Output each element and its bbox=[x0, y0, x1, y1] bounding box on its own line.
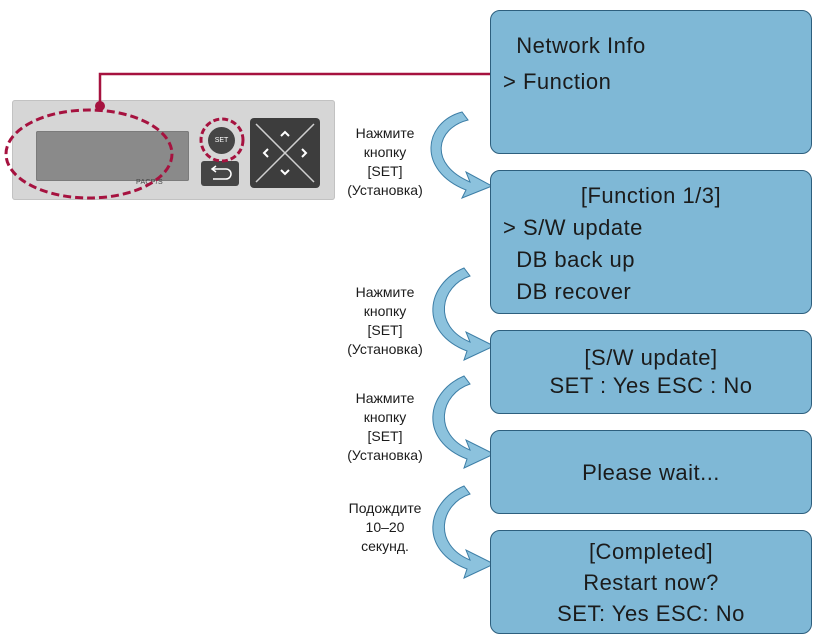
flow-arrow-2 bbox=[432, 267, 496, 361]
screen-network-info: Network Info > Function bbox=[490, 10, 812, 154]
menu-item-function: > Function bbox=[503, 69, 612, 94]
screen-title: [S/W update] bbox=[584, 345, 718, 370]
control-panel: PACP/S SET bbox=[12, 100, 335, 200]
screen-function-menu: [Function 1/3] > S/W update DB back up D… bbox=[490, 170, 812, 314]
flow-arrow-4 bbox=[432, 485, 496, 579]
wait-message: Please wait... bbox=[582, 460, 720, 485]
caption-press-set-1: Нажмите кнопку [SET] (Установка) bbox=[347, 125, 423, 198]
return-icon bbox=[210, 165, 232, 180]
caption-press-set-2: Нажмите кнопку [SET] (Установка) bbox=[347, 284, 423, 357]
menu-item-db-recover: DB recover bbox=[503, 279, 632, 304]
screen-completed: [Completed] Restart now? SET: Yes ESC: N… bbox=[490, 530, 812, 634]
lcd-display bbox=[36, 131, 189, 181]
connector-dot bbox=[95, 101, 105, 111]
navigation-pad[interactable] bbox=[250, 118, 320, 188]
menu-item-network-info: Network Info bbox=[503, 33, 646, 58]
back-button[interactable] bbox=[201, 161, 239, 186]
connector-line bbox=[98, 72, 497, 106]
confirm-prompt: SET : Yes ESC : No bbox=[549, 373, 753, 398]
menu-item-sw-update: > S/W update bbox=[503, 215, 643, 240]
screen-sw-update: [S/W update] SET : Yes ESC : No bbox=[490, 330, 812, 414]
set-button[interactable]: SET bbox=[208, 127, 235, 154]
screen-please-wait: Please wait... bbox=[490, 430, 812, 514]
flow-arrow-1 bbox=[430, 111, 494, 199]
left-arrow-icon[interactable] bbox=[262, 148, 269, 158]
confirm-prompt: SET: Yes ESC: No bbox=[557, 601, 745, 626]
right-arrow-icon[interactable] bbox=[301, 148, 308, 158]
up-arrow-icon[interactable] bbox=[280, 130, 290, 137]
caption-press-set-3: Нажмите кнопку [SET] (Установка) bbox=[347, 390, 423, 463]
flow-arrow-3 bbox=[432, 375, 496, 469]
screen-title: [Function 1/3] bbox=[580, 183, 722, 208]
caption-wait-seconds: Подождите 10–20 секунд. bbox=[348, 500, 422, 554]
down-arrow-icon[interactable] bbox=[280, 169, 290, 176]
restart-prompt: Restart now? bbox=[583, 570, 719, 595]
screen-title: [Completed] bbox=[588, 539, 714, 564]
menu-item-db-backup: DB back up bbox=[503, 247, 635, 272]
set-button-highlight bbox=[199, 117, 245, 163]
lcd-highlight bbox=[4, 108, 174, 200]
